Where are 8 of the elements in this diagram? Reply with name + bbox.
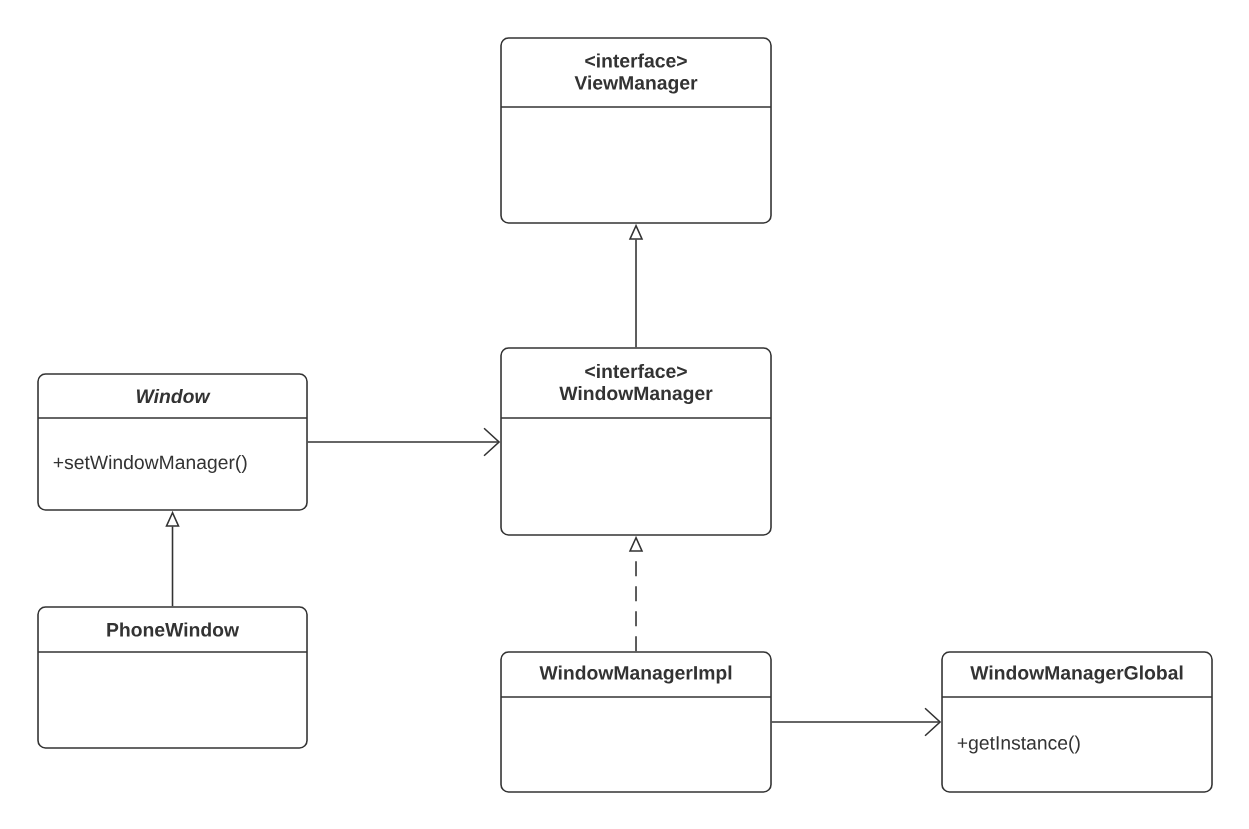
- class-box: WindowManagerImpl: [500, 651, 772, 793]
- class-box: WindowManagerGlobal +getInstance(): [941, 651, 1213, 793]
- class-box: Window +setWindowManager(): [37, 373, 308, 511]
- class-box: <interface> ViewManager: [500, 37, 772, 224]
- class-box: <interface> WindowManager: [500, 347, 772, 536]
- class-box: PhoneWindow: [37, 606, 308, 749]
- arrow: [307, 427, 501, 457]
- arrow: [771, 707, 942, 737]
